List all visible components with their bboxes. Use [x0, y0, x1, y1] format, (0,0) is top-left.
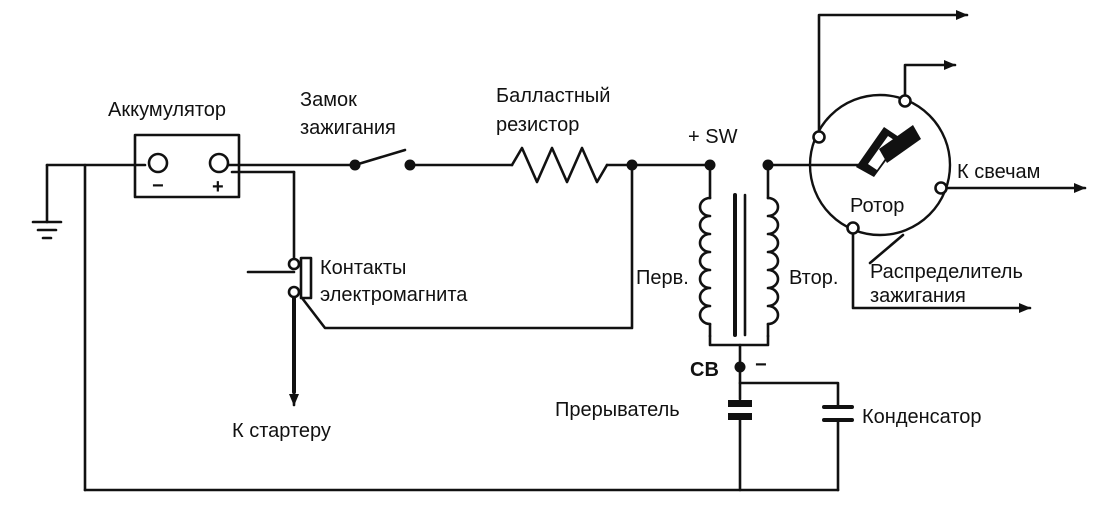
distributor	[808, 10, 1087, 313]
to-plugs-label: К свечам	[957, 161, 1040, 183]
cb-minus-sign: −	[755, 354, 767, 376]
condenser-label: Конденсатор	[862, 406, 982, 428]
ballast-label-2: резистор	[496, 114, 579, 136]
distributor-label-2: зажигания	[870, 285, 966, 307]
ballast-label-1: Балластный	[496, 85, 610, 107]
ballast-resistor	[408, 146, 712, 184]
battery-minus-sign: −	[152, 175, 164, 197]
solenoid-feed-wire	[230, 170, 296, 264]
starter-label: К стартеру	[232, 420, 331, 442]
ignition-switch-label-1: Замок	[300, 89, 357, 111]
breaker-points	[728, 365, 752, 492]
rotor	[856, 125, 921, 177]
primary-label: Перв.	[636, 267, 689, 289]
ignition-switch-label-2: зажигания	[300, 117, 396, 139]
battery-minus-terminal	[147, 152, 169, 174]
distributor-leader-line	[868, 233, 905, 265]
cb-label: CB	[690, 359, 719, 381]
rotor-label: Ротор	[850, 195, 904, 217]
solenoid-label-2: электромагнита	[320, 284, 468, 306]
battery-plus-sign: +	[212, 176, 224, 198]
sw-label: + SW	[688, 126, 738, 148]
ballast-bypass-wire	[300, 163, 634, 330]
chassis-return-wire	[83, 163, 840, 492]
solenoid-label-1: Контакты	[320, 257, 406, 279]
ignition-coil	[698, 163, 780, 369]
ignition-switch	[349, 148, 416, 171]
solenoid-contacts	[246, 256, 313, 407]
battery-plus-terminal	[208, 152, 230, 174]
secondary-label: Втор.	[789, 267, 838, 289]
battery: − +	[133, 133, 241, 199]
ground-symbol	[31, 163, 63, 240]
breaker-label: Прерыватель	[555, 399, 680, 421]
battery-label: Аккумулятор	[108, 99, 226, 121]
condenser	[738, 381, 854, 492]
distributor-label-1: Распределитель	[870, 261, 1023, 283]
